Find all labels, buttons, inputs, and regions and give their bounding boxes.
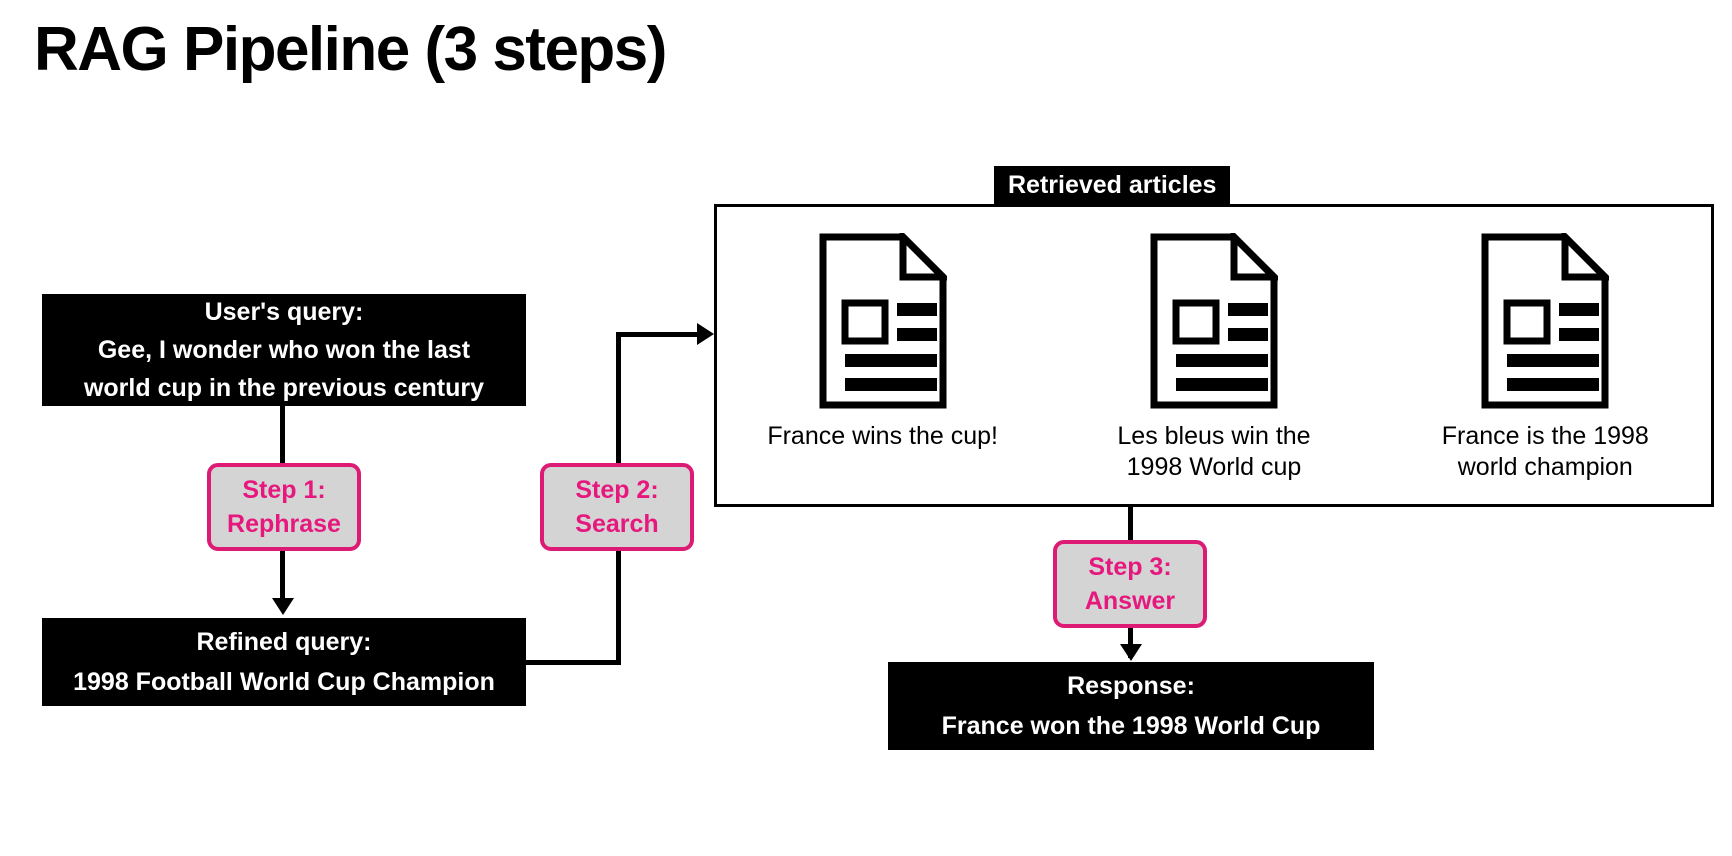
retrieved-articles-label: Retrieved articles: [994, 166, 1231, 204]
document-icon: [819, 233, 947, 409]
step-1-badge[interactable]: Step 1: Rephrase: [207, 463, 361, 551]
step-3-number-label: Step 3:: [1088, 553, 1172, 581]
connector-query-to-step1: [280, 406, 285, 464]
step-3-action-label: Answer: [1084, 587, 1176, 615]
retrieved-article-2-caption-line2: 1998 World cup: [1126, 453, 1302, 481]
arrowhead-into-retrieved-panel: [697, 323, 714, 345]
response-label: Response:: [1067, 672, 1195, 700]
page-title: RAG Pipeline (3 steps): [34, 15, 667, 84]
step-3-badge[interactable]: Step 3: Answer: [1053, 540, 1207, 628]
connector-refined-to-step2-horizontal: [526, 660, 621, 665]
retrieved-article-1[interactable]: France wins the cup!: [747, 233, 1019, 452]
step-2-action-label: Search: [575, 510, 659, 538]
retrieved-article-2-caption-line1: Les bleus win the: [1117, 422, 1311, 450]
retrieved-article-3-caption-line2: world champion: [1457, 453, 1633, 481]
user-query-text-line1: Gee, I wonder who won the last: [97, 336, 471, 364]
retrieved-articles-panel: France wins the cup! Les bleus win the 1…: [714, 204, 1714, 507]
retrieved-article-1-caption: France wins the cup!: [767, 421, 998, 452]
step-2-badge[interactable]: Step 2: Search: [540, 463, 694, 551]
step-1-number-label: Step 1:: [242, 476, 326, 504]
step-2-number-label: Step 2:: [575, 476, 659, 504]
connector-step1-to-refined: [280, 551, 285, 601]
retrieved-article-3-caption: France is the 1998 world champion: [1442, 421, 1649, 483]
user-query-text-line2: world cup in the previous century: [83, 374, 485, 402]
refined-query-text-line1: 1998 Football World Cup Champion: [73, 668, 495, 696]
connector-refined-to-step2-vertical: [616, 551, 621, 665]
response-text-line1: France won the 1998 World Cup: [941, 712, 1321, 740]
retrieved-article-1-caption-line1: France wins the cup!: [767, 422, 998, 450]
arrowhead-into-response: [1120, 644, 1142, 661]
retrieved-article-2-caption: Les bleus win the 1998 World cup: [1117, 421, 1310, 483]
arrowhead-into-refined-query: [272, 598, 294, 615]
connector-step2-to-panel-vertical: [616, 332, 621, 463]
connector-step3-to-response: [1128, 628, 1133, 658]
refined-query-label: Refined query:: [196, 628, 372, 656]
document-icon: [1150, 233, 1278, 409]
retrieved-article-3-caption-line1: France is the 1998: [1441, 422, 1649, 450]
retrieved-article-2[interactable]: Les bleus win the 1998 World cup: [1078, 233, 1350, 483]
document-icon: [1481, 233, 1610, 409]
user-query-label: User's query:: [204, 298, 364, 326]
connector-step2-to-panel-horizontal: [616, 332, 699, 337]
step-1-action-label: Rephrase: [227, 510, 341, 538]
response-box: Response: France won the 1998 World Cup: [888, 662, 1374, 750]
user-query-box: User's query: Gee, I wonder who won the …: [42, 294, 526, 406]
refined-query-box: Refined query: 1998 Football World Cup C…: [42, 618, 526, 706]
connector-panel-to-step3: [1128, 507, 1133, 543]
retrieved-article-3[interactable]: France is the 1998 world champion: [1409, 233, 1681, 483]
